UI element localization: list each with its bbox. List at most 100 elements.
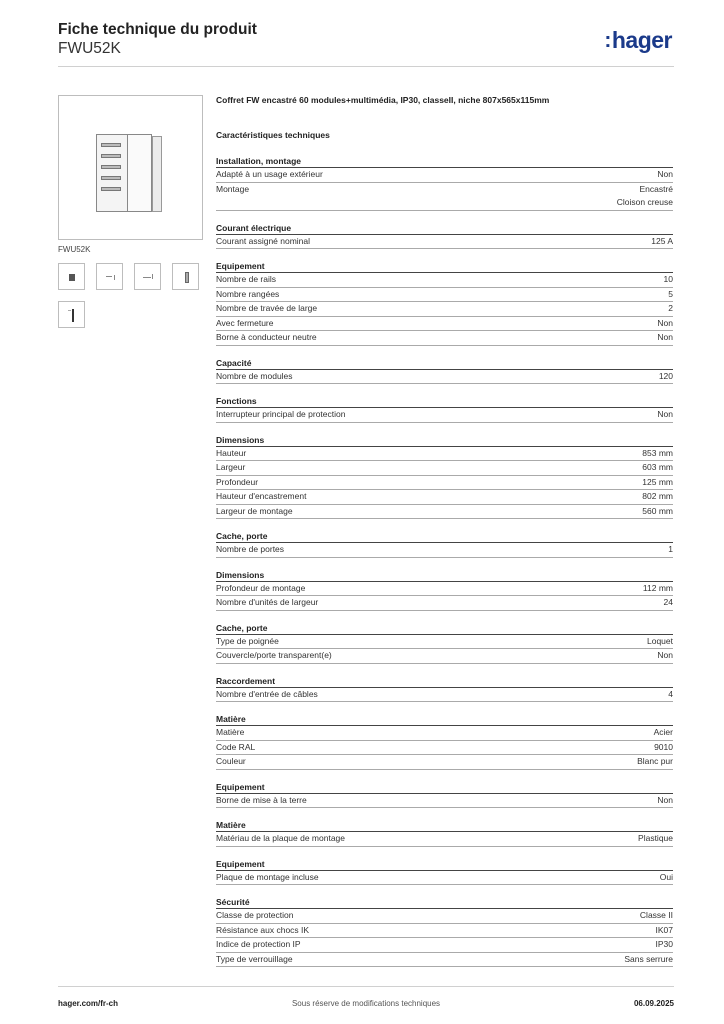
spec-value: Blanc pur xyxy=(637,755,673,769)
spec-label: Nombre d'unités de largeur xyxy=(216,597,319,607)
page-header: Fiche technique du produit FWU52K :hager xyxy=(58,21,674,67)
spec-value-line: Cloison creuse xyxy=(616,197,673,207)
page-title: Fiche technique du produit xyxy=(58,21,257,38)
spec-section-title: Sécurité xyxy=(216,895,673,909)
spec-value: 603 mm xyxy=(642,461,673,475)
spec-value-line: Loquet xyxy=(647,635,673,646)
specifications: Coffret FW encastré 60 modules+multimédi… xyxy=(216,95,673,977)
spec-value: Oui xyxy=(660,871,673,885)
spec-section-title: Dimensions xyxy=(216,568,673,582)
logo-text: hager xyxy=(611,27,673,53)
spec-value-line: Plastique xyxy=(638,833,673,843)
cabinet-illustration xyxy=(96,134,152,212)
spec-value: IK07 xyxy=(656,924,674,938)
spec-value: Non xyxy=(657,331,673,345)
spec-value-line: Non xyxy=(657,409,673,419)
thumbnail-profile[interactable] xyxy=(58,301,85,328)
image-caption: FWU52K xyxy=(58,245,91,254)
spec-label: Code RAL xyxy=(216,741,256,752)
spec-label: Nombre de rails xyxy=(216,274,276,284)
spec-value-line: Acier xyxy=(653,727,673,737)
spec-label: Borne de mise à la terre xyxy=(216,794,307,805)
spec-value-line: 125 mm xyxy=(642,476,673,487)
spec-section-title: Dimensions xyxy=(216,433,673,447)
spec-row: Hauteur 853 mm xyxy=(216,447,673,461)
spec-value: 1 xyxy=(668,543,673,557)
spec-value-line: Non xyxy=(657,332,673,342)
footer-website-link[interactable]: hager.com/fr-ch xyxy=(58,999,119,1008)
spec-value-line: 1 xyxy=(668,544,673,554)
spec-label: Nombre de travée de large xyxy=(216,303,318,313)
spec-section-title: Fonctions xyxy=(216,394,673,408)
spec-label: Montage xyxy=(216,183,250,194)
spec-label: Profondeur xyxy=(216,476,259,487)
spec-value-line: 112 mm xyxy=(642,582,673,593)
thumbnail-front[interactable] xyxy=(58,263,85,290)
spec-value: Non xyxy=(657,317,673,331)
spec-value: Non xyxy=(657,168,673,182)
hager-logo[interactable]: :hager xyxy=(604,27,672,55)
spec-label: Nombre d'entrée de câbles xyxy=(216,688,318,699)
spec-label: Matière xyxy=(216,727,245,737)
spec-value-line: Blanc pur xyxy=(637,756,673,766)
spec-label: Hauteur d'encastrement xyxy=(216,491,307,501)
spec-label: Couleur xyxy=(216,756,246,766)
spec-value: Acier xyxy=(654,726,673,740)
spec-value: Non xyxy=(657,794,673,808)
spec-value-line: IK07 xyxy=(655,924,674,935)
spec-value-line: Non xyxy=(657,317,673,328)
spec-section-title: Equipement xyxy=(216,259,673,273)
spec-value-line: 125 A xyxy=(651,235,673,246)
spec-value: Sans serrure xyxy=(624,953,673,967)
spec-value: 853 mm xyxy=(642,447,673,461)
spec-value-line: Encastré xyxy=(639,183,673,194)
spec-label: Résistance aux chocs IK xyxy=(216,924,310,935)
spec-row: Couvercle/porte transparent(e)Non xyxy=(216,649,673,664)
footer-date: 06.09.2025 xyxy=(633,999,674,1008)
thumbnail-dimension-1[interactable] xyxy=(96,263,123,290)
product-main-image[interactable] xyxy=(58,95,203,240)
thumbnail-side[interactable] xyxy=(172,263,199,290)
spec-value-line: Classe II xyxy=(639,910,673,920)
spec-label: Nombre de modules xyxy=(216,370,293,381)
spec-value-line: 10 xyxy=(663,274,673,284)
spec-section-title: Matière xyxy=(216,712,673,726)
spec-label: Borne à conducteur neutre xyxy=(216,332,317,342)
spec-row: Couleur Blanc pur xyxy=(216,755,673,770)
thumbnail-dimension-2[interactable] xyxy=(134,263,161,290)
spec-value: Non xyxy=(657,649,673,663)
spec-value-line: 4 xyxy=(668,688,673,699)
spec-value: 10 xyxy=(664,273,673,287)
spec-value-line: 853 mm xyxy=(642,447,673,458)
spec-value: 24 xyxy=(664,596,673,610)
spec-value-line: 5 xyxy=(668,288,673,299)
spec-value-line: Non xyxy=(657,794,673,805)
technical-characteristics-heading: Caractéristiques techniques xyxy=(216,130,330,140)
spec-label: Indice de protection IP xyxy=(216,939,301,949)
spec-section-title: Raccordement xyxy=(216,674,673,688)
spec-value: 4 xyxy=(668,688,673,702)
spec-value: Plastique xyxy=(638,832,673,846)
page-footer: hager.com/fr-ch Sous réserve de modifica… xyxy=(58,986,674,1014)
spec-label: Hauteur xyxy=(216,447,247,458)
spec-row: Borne à conducteur neutre Non xyxy=(216,331,673,346)
spec-value: Classe II xyxy=(640,909,673,923)
spec-label: Classe de protection xyxy=(216,910,294,920)
product-reference: FWU52K xyxy=(58,40,121,57)
